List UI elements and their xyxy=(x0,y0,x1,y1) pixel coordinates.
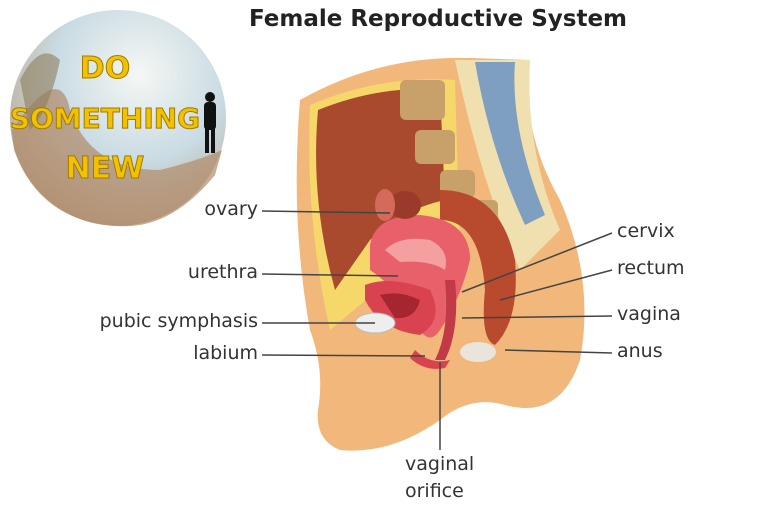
logo-text-something: SOMETHING xyxy=(10,102,200,135)
label-cervix: cervix xyxy=(617,220,675,242)
label-ovary: ovary xyxy=(204,198,258,220)
label-rectum: rectum xyxy=(617,257,685,279)
logo-badge: DO SOMETHING NEW xyxy=(9,10,226,227)
label-urethra: urethra xyxy=(187,261,258,283)
label-anus: anus xyxy=(617,340,663,362)
label-vaginal-orifice-line2: orifice xyxy=(405,480,464,502)
label-labium: labium xyxy=(193,342,258,364)
label-pubic-symphasis: pubic symphasis xyxy=(99,310,258,332)
page-title: Female Reproductive System xyxy=(248,6,628,32)
person-silhouette-icon xyxy=(204,92,216,153)
logo-text-do: DO xyxy=(80,51,130,86)
leader-lines xyxy=(261,210,613,450)
label-vaginal-orifice-line1: vaginal xyxy=(405,453,475,475)
logo-text-new: NEW xyxy=(66,151,145,186)
label-vagina: vagina xyxy=(617,303,681,325)
pelvis-cross-section xyxy=(296,57,585,451)
